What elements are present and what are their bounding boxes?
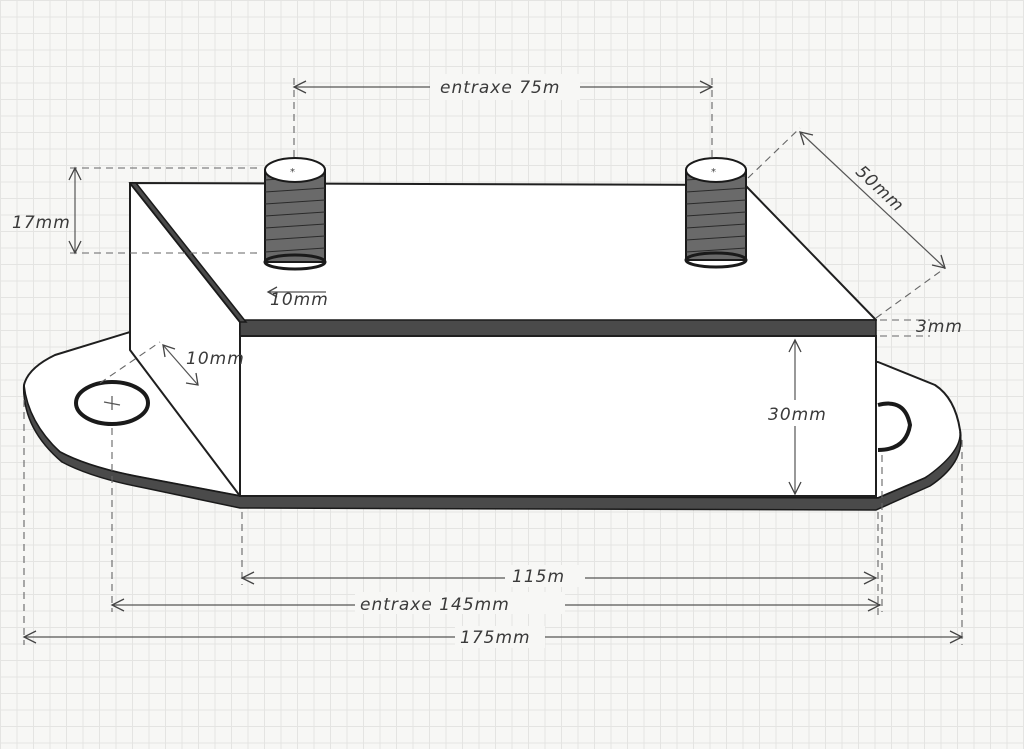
total-length-175mm-label: 175mm [460,628,531,648]
plate-thickness-label: 3mm [916,317,963,337]
top-plate-edge [239,319,877,337]
flange-thickness [23,384,962,511]
svg-text:*: * [711,167,716,178]
right-mounting-hole [877,401,913,452]
entraxe-145mm-label: entraxe 145mm [360,595,510,615]
right-stud: * [684,157,748,269]
hole-diameter-label: 10mm [186,349,245,369]
body-height-30mm-label: 30mm [768,405,827,425]
body-length-115-label: 115m [512,567,565,587]
stud-diameter-label: 10mm [270,290,329,310]
stud-height-17mm-label: 17mm [12,213,71,233]
svg-text:*: * [290,167,295,178]
left-stud: * [263,157,327,271]
top-plate-side-edge [128,182,248,323]
depth-50mm-label: 50mm [851,162,908,217]
entraxe-75-label: entraxe 75m [440,78,560,98]
